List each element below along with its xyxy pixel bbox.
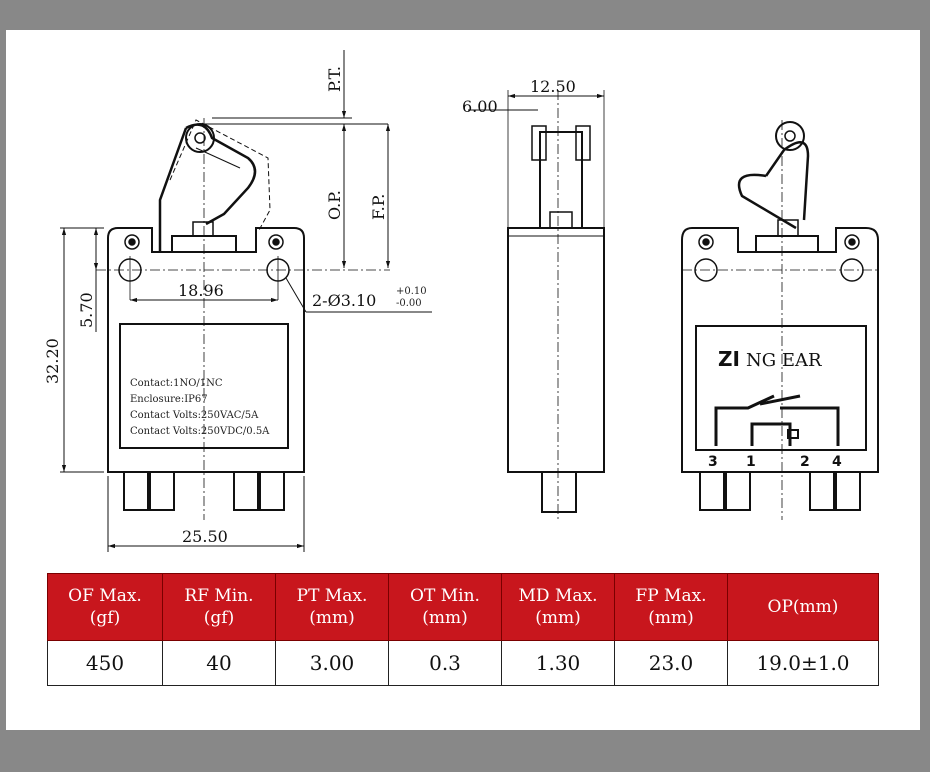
dim-hole-tol-plus: +0.10 xyxy=(396,286,427,297)
table-row: 450 40 3.00 0.3 1.30 23.0 19.0±1.0 xyxy=(47,640,879,686)
value-pt-max: 3.00 xyxy=(275,640,389,686)
rear-body xyxy=(681,227,879,473)
nameplate-volts-ac: Contact Volts:250VAC/5A xyxy=(130,410,259,421)
header-rf-min: RF Min.(gf) xyxy=(162,573,276,641)
spec-table: OF Max.(gf) RF Min.(gf) PT Max.(mm) OT M… xyxy=(47,573,879,686)
nameplate-enclosure: Enclosure:IP67 xyxy=(130,394,208,405)
rear-roller xyxy=(775,121,805,151)
lever-arm xyxy=(158,127,188,252)
dim-op: O.P. xyxy=(325,190,344,220)
rear-view xyxy=(681,120,880,520)
side-terminal xyxy=(541,471,577,513)
value-ot-min: 0.3 xyxy=(388,640,502,686)
terminals xyxy=(123,471,285,511)
dim-fp: F.P. xyxy=(369,194,388,220)
switch-body xyxy=(107,227,305,473)
brand-rest: NG EAR xyxy=(746,350,822,371)
terminal-label-1: 1 xyxy=(746,454,756,470)
header-ot-min: OT Min.(mm) xyxy=(388,573,502,641)
side-body xyxy=(507,227,605,473)
technical-drawing: P.T. O.P. F.P. 32.20 5.70 18.96 2-Ø3.10 … xyxy=(43,50,880,552)
header-pt-max: PT Max.(mm) xyxy=(275,573,389,641)
value-of-max: 450 xyxy=(47,640,163,686)
header-md-max: MD Max.(mm) xyxy=(501,573,615,641)
terminal-label-3: 3 xyxy=(708,454,718,470)
header-fp-max: FP Max.(mm) xyxy=(614,573,728,641)
dimension-texts: P.T. O.P. F.P. 32.20 5.70 18.96 2-Ø3.10 … xyxy=(43,66,427,546)
dim-18-96: 18.96 xyxy=(178,281,224,300)
front-view xyxy=(96,118,390,520)
value-md-max: 1.30 xyxy=(501,640,615,686)
brand-bold: ZI xyxy=(718,347,740,371)
value-fp-max: 23.0 xyxy=(614,640,728,686)
header-op: OP(mm) xyxy=(727,573,879,641)
dim-25-50: 25.50 xyxy=(182,527,228,546)
nameplate-contact: Contact:1NO/1NC xyxy=(130,378,223,389)
nameplate-volts-dc: Contact Volts:250VDC/0.5A xyxy=(130,426,270,437)
schematic xyxy=(714,394,840,446)
dim-6-00: 6.00 xyxy=(462,97,498,116)
rear-label-plate xyxy=(695,325,867,451)
header-of-max: OF Max.(gf) xyxy=(47,573,163,641)
value-op: 19.0±1.0 xyxy=(727,640,879,686)
dim-pt: P.T. xyxy=(325,66,344,92)
terminal-label-2: 2 xyxy=(800,454,810,470)
table-header-row: OF Max.(gf) RF Min.(gf) PT Max.(mm) OT M… xyxy=(47,573,879,641)
terminal-label-4: 4 xyxy=(832,454,842,470)
dim-hole: 2-Ø3.10 xyxy=(312,291,376,310)
dim-hole-tol-minus: -0.00 xyxy=(396,298,422,309)
dimension-lines xyxy=(60,50,432,552)
roller xyxy=(185,123,215,153)
dim-32-20: 32.20 xyxy=(43,338,62,384)
rear-terminals xyxy=(699,471,861,511)
dim-12-50: 12.50 xyxy=(530,77,576,96)
value-rf-min: 40 xyxy=(162,640,276,686)
dim-5-70: 5.70 xyxy=(77,292,96,328)
side-view xyxy=(468,90,605,520)
